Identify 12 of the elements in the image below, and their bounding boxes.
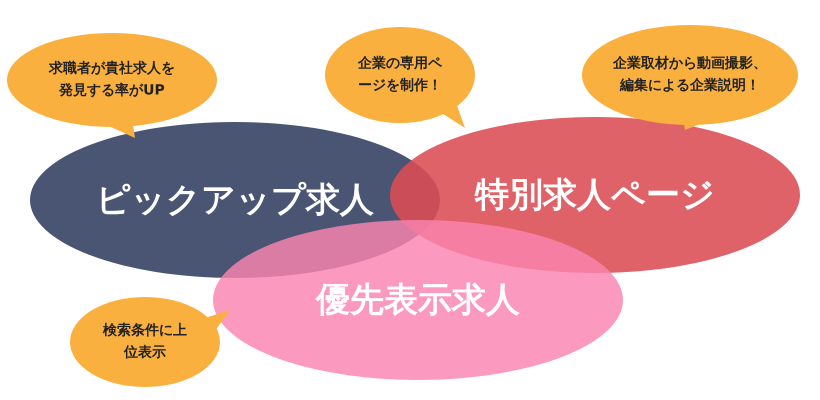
bubble-text: 企業の専用ページを制作！: [358, 54, 442, 95]
speech-bubble: [325, 27, 475, 128]
bubble-text: 企業取材から動画撮影、編集による企業説明！: [612, 54, 768, 95]
ellipse-label: 優先表示求人: [316, 279, 520, 322]
ellipse-shape: [213, 220, 623, 380]
speech-bubble: [70, 297, 230, 387]
bubble-text: 求職者が貴社求人を発見する率がUP: [49, 59, 175, 100]
bubble-text: 検索条件に上位表示: [103, 321, 187, 362]
ellipse-label: ピックアップ求人: [96, 179, 374, 222]
speech-bubble: [582, 25, 798, 130]
ellipse-label: 特別求人ページ: [475, 174, 715, 217]
speech-bubble: [7, 33, 217, 138]
